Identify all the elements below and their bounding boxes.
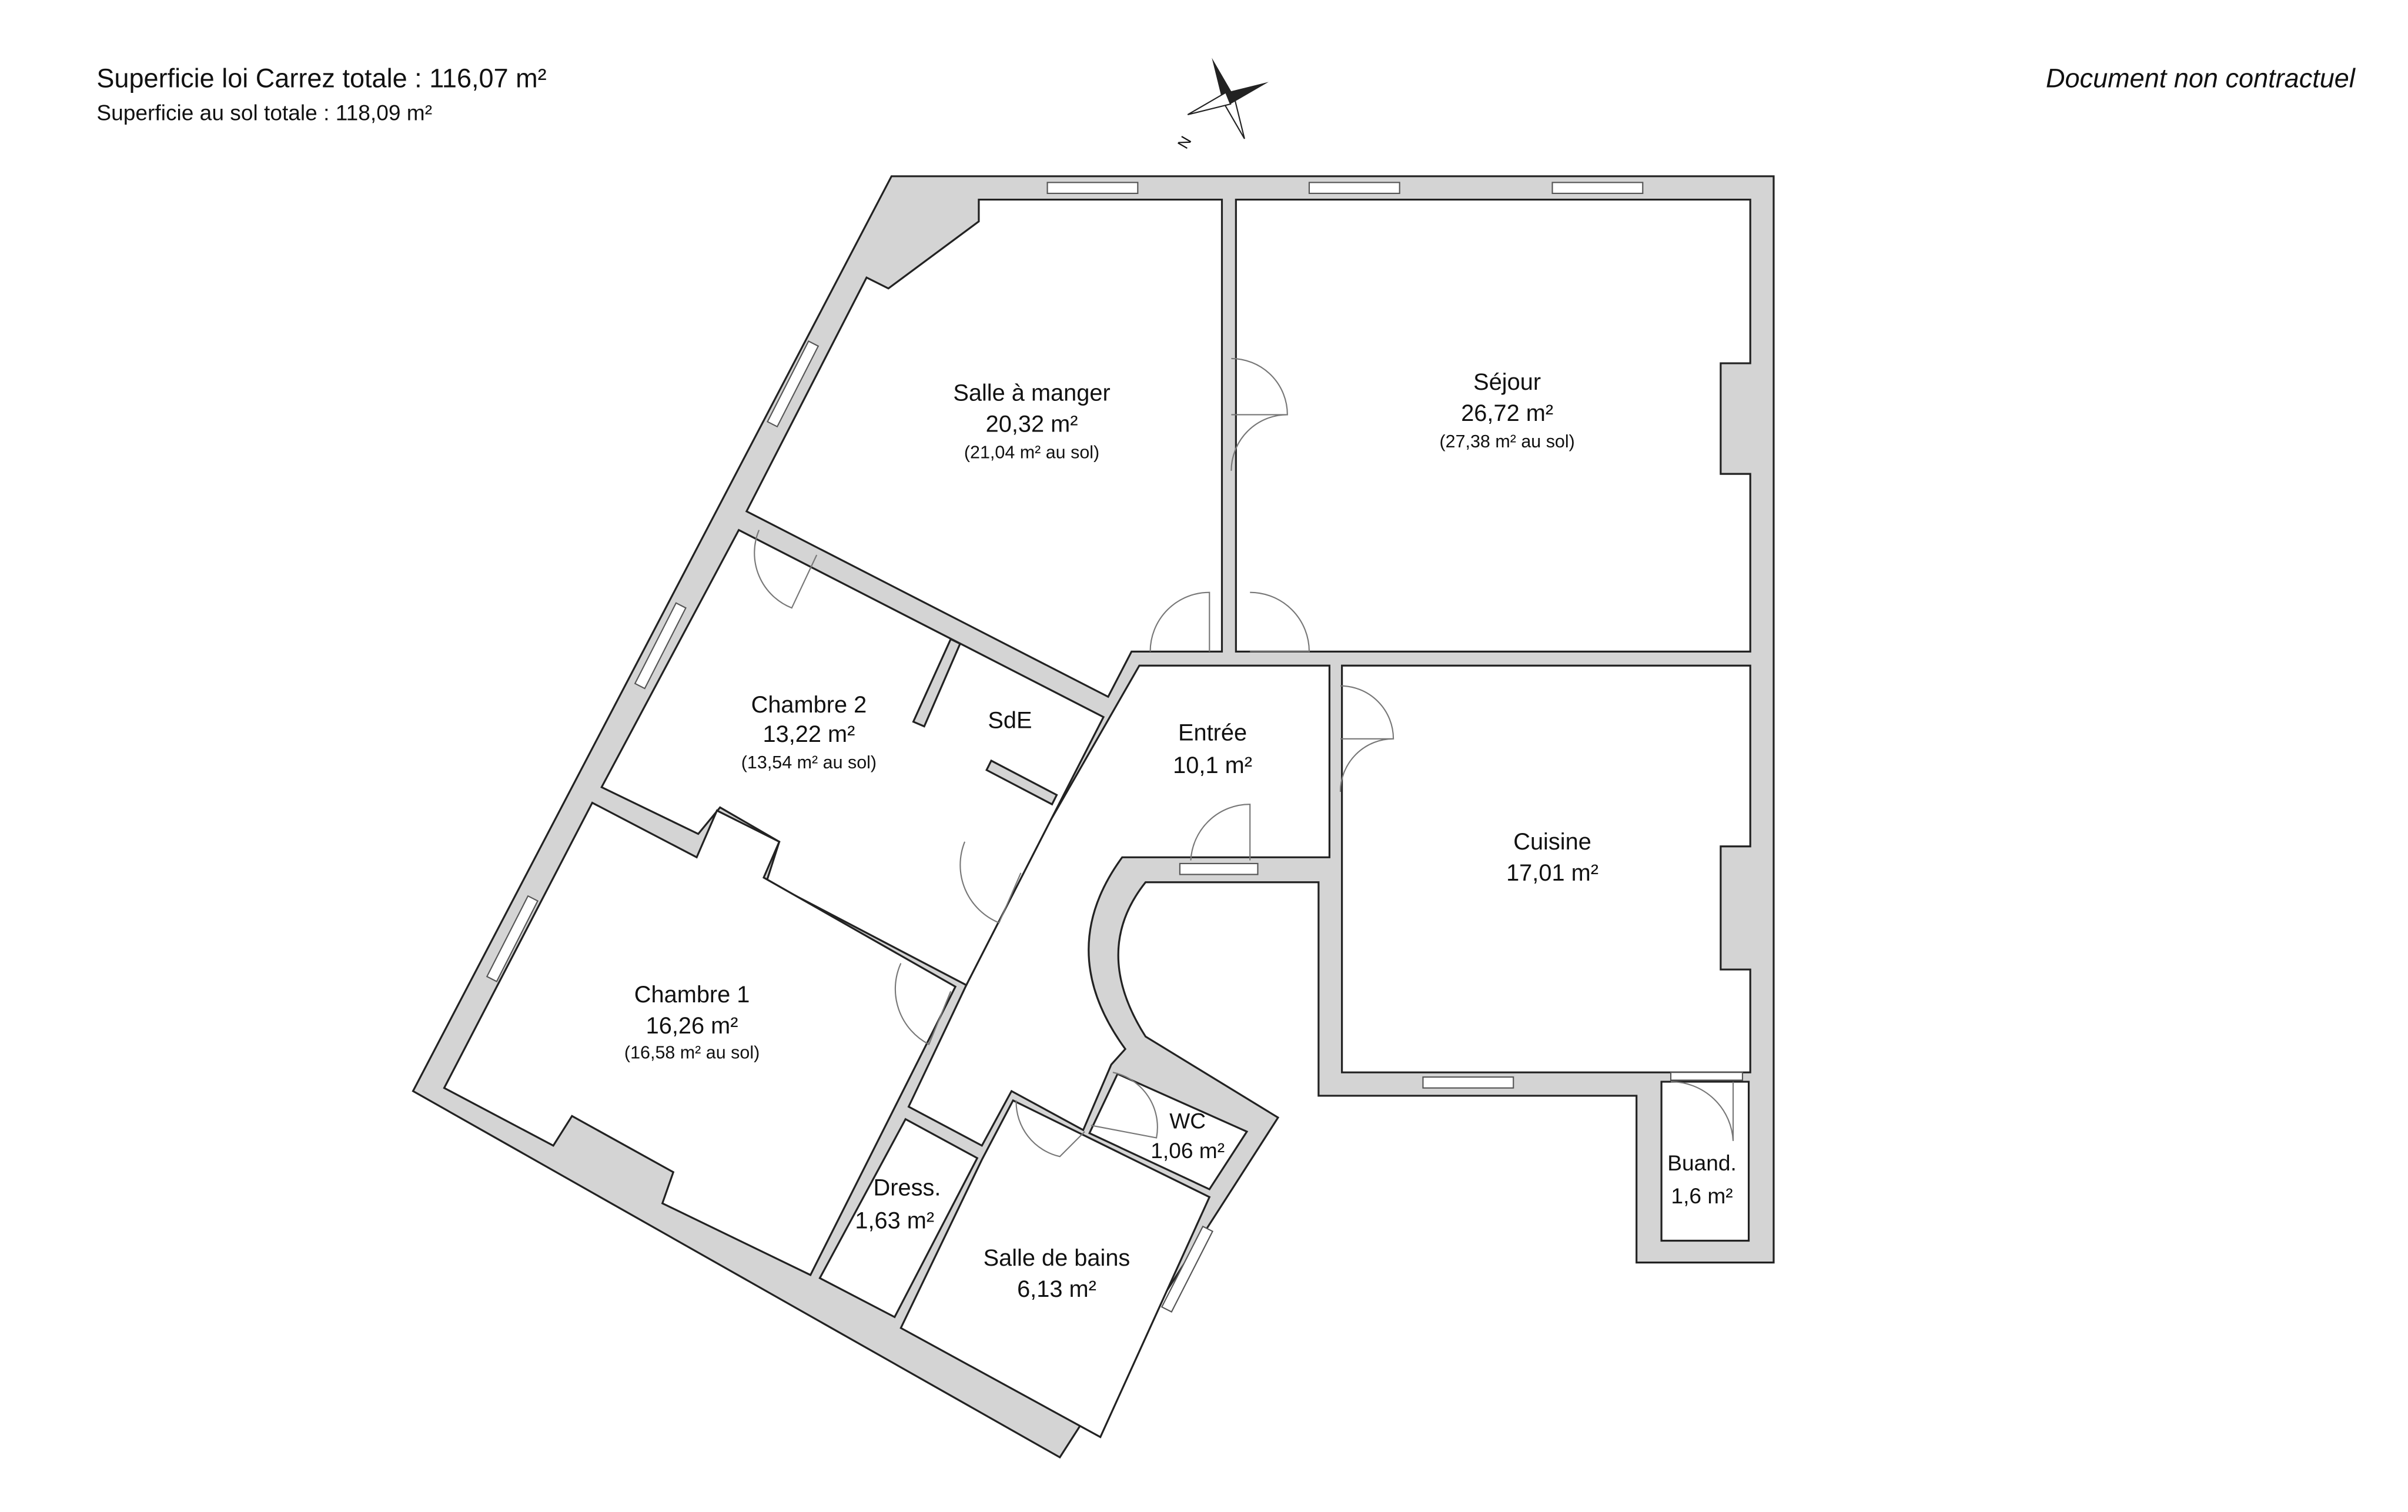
area-salle-de-bains: 6,13 m² [1017,1276,1096,1302]
door [1015,1100,1085,1158]
label-chambre1: Chambre 1 [634,982,750,1008]
label-buanderie: Buand. [1667,1150,1737,1175]
door [1190,804,1251,861]
label-sde: SdE [988,707,1032,733]
sde-partition [912,638,962,728]
room-dress [818,1118,979,1319]
room-buanderie [1660,1081,1750,1242]
window [1179,862,1259,875]
window [1046,182,1139,195]
door-double [1339,685,1394,792]
area-cuisine: 17,01 m² [1506,860,1598,886]
sol-salle-a-manger: (21,04 m² au sol) [964,443,1099,463]
area-salle-a-manger: 20,32 m² [986,412,1078,437]
room-cuisine [1341,664,1751,1073]
window [1670,1072,1744,1081]
area-chambre1: 16,26 m² [646,1013,738,1039]
label-cuisine: Cuisine [1513,829,1591,855]
sde-partition [985,759,1058,806]
room-salle-a-manger [745,198,1223,698]
door [1671,1081,1734,1141]
window [767,340,820,428]
disclaimer: Document non contractuel [2046,63,2356,93]
area-wc: 1,06 m² [1151,1138,1225,1163]
sol-chambre1: (16,58 m² au sol) [624,1042,760,1062]
door [1149,591,1210,652]
compass-north-label: N [1174,133,1195,152]
door [1091,1072,1158,1139]
area-dress: 1,63 m² [855,1207,934,1233]
window [486,895,539,982]
window [1422,1076,1514,1089]
room-salle-de-bains [899,1099,1211,1439]
area-entree: 10,1 m² [1173,752,1252,778]
label-wc: WC [1169,1109,1206,1133]
door [959,841,1022,924]
label-chambre2: Chambre 2 [751,692,867,718]
area-chambre2: 13,22 m² [763,721,855,747]
carrez-total: Superficie loi Carrez totale : 116,07 m² [96,63,546,93]
label-salle-a-manger: Salle à manger [953,380,1110,406]
sol-sejour: (27,38 m² au sol) [1439,431,1574,451]
door-double [1230,357,1288,471]
door [1250,591,1310,653]
area-buanderie: 1,6 m² [1671,1183,1733,1208]
label-entree: Entrée [1178,720,1247,745]
label-sejour: Séjour [1473,369,1541,395]
room-wc [1088,1072,1249,1191]
label-dress: Dress. [874,1175,941,1201]
window [634,602,687,690]
window [1308,182,1400,195]
sol-chambre2: (13,54 m² au sol) [741,752,877,772]
area-sejour: 26,72 m² [1461,400,1553,426]
room-chambre1 [443,801,957,1276]
sol-total: Superficie au sol totale : 118,09 m² [96,100,432,125]
door [894,963,952,1045]
room-entree [907,664,1331,1147]
door [754,530,818,609]
room-sejour [1235,198,1751,653]
label-salle-de-bains: Salle de bains [984,1245,1131,1271]
window [1551,182,1644,195]
window [1160,1225,1214,1313]
compass-icon [1187,58,1269,139]
